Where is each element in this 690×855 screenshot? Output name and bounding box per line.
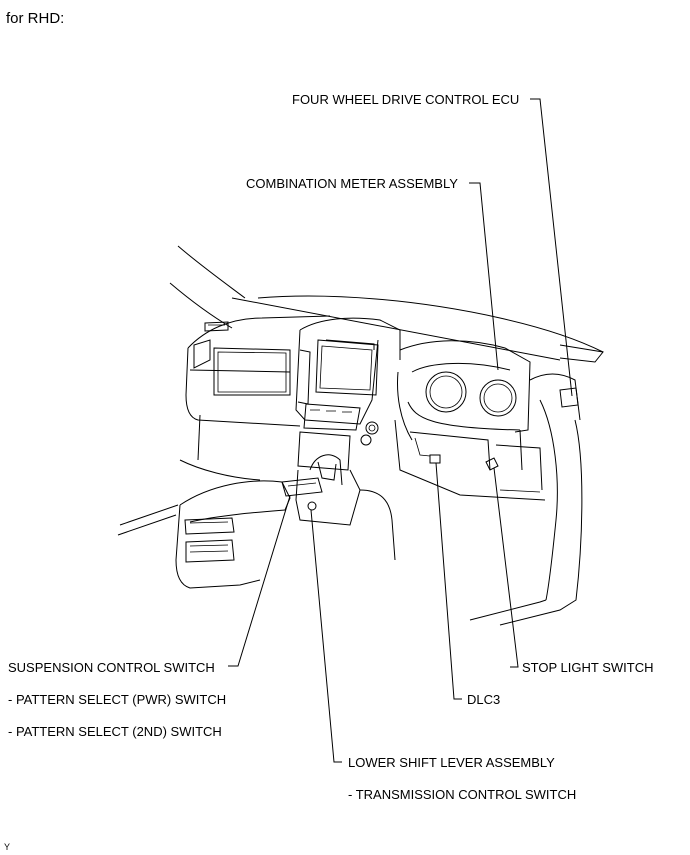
windshield-outline — [169, 245, 604, 363]
label-transmission-control-switch: - TRANSMISSION CONTROL SWITCH — [348, 787, 577, 802]
right-lower-dash — [394, 373, 583, 626]
label-stop-light-switch: STOP LIGHT SWITCH — [522, 660, 654, 675]
leader-lines — [228, 98, 573, 763]
label-suspension-control-switch: SUSPENSION CONTROL SWITCH — [8, 660, 215, 675]
instrument-cluster — [397, 340, 531, 471]
center-console — [281, 454, 396, 561]
label-four-wheel-drive-ecu: FOUR WHEEL DRIVE CONTROL ECU — [292, 92, 520, 107]
label-pattern-select-pwr: - PATTERN SELECT (PWR) SWITCH — [8, 692, 227, 707]
label-combination-meter: COMBINATION METER ASSEMBLY — [246, 176, 458, 191]
corner-mark: Y — [4, 842, 11, 852]
center-stack — [295, 317, 401, 471]
diagram-header: for RHD: — [6, 10, 65, 27]
label-dlc3: DLC3 — [467, 692, 501, 707]
dashboard-top — [185, 315, 331, 427]
label-lower-shift-lever: LOWER SHIFT LEVER ASSEMBLY — [348, 755, 555, 770]
label-pattern-select-2nd: - PATTERN SELECT (2ND) SWITCH — [8, 724, 222, 739]
console-box — [117, 414, 291, 589]
